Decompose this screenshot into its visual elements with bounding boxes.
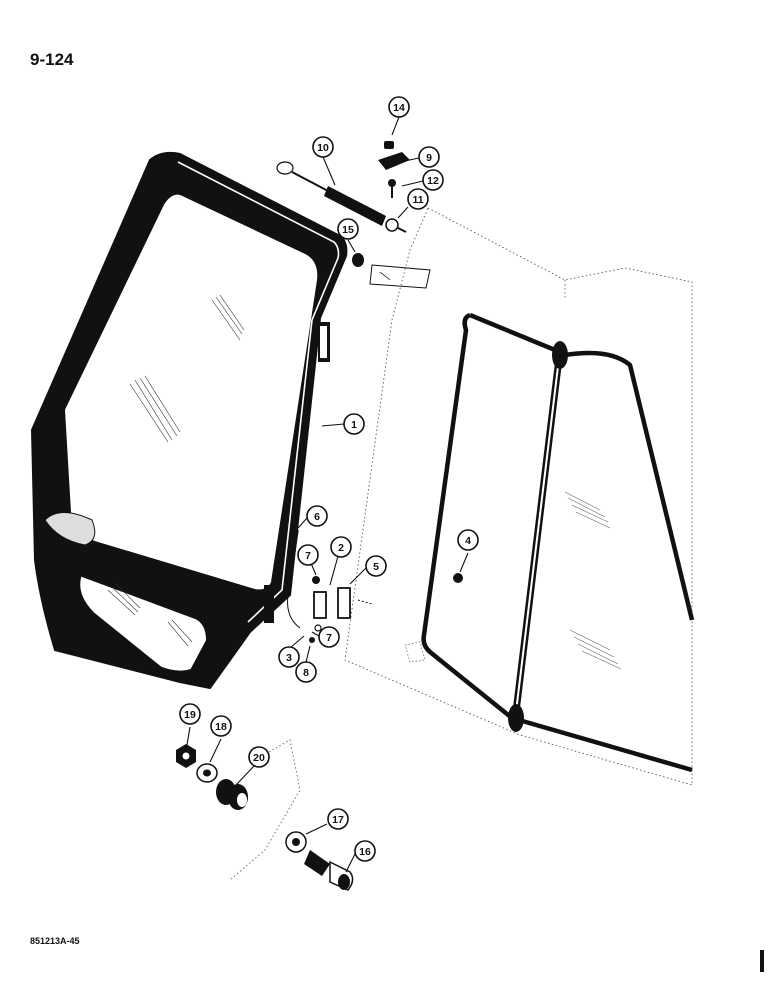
callout-label: 10	[317, 142, 329, 154]
scan-edge-mark	[760, 950, 764, 972]
callout-7-upper: 7	[297, 544, 319, 566]
callout-label: 14	[393, 102, 405, 114]
callout-2: 2	[330, 536, 352, 558]
callout-19: 19	[179, 703, 201, 725]
callout-20: 20	[248, 746, 270, 768]
hinge-hardware	[287, 529, 463, 643]
callout-label: 16	[359, 846, 371, 858]
gas-strut-assembly	[276, 141, 431, 289]
callout-label: 2	[338, 542, 344, 554]
callout-label: 4	[465, 535, 471, 547]
callout-5: 5	[365, 555, 387, 577]
cab-door	[30, 151, 348, 690]
callout-label: 19	[184, 709, 196, 721]
callout-8: 8	[295, 661, 317, 683]
callout-label: 7	[326, 632, 332, 644]
callout-6: 6	[306, 505, 328, 527]
rear-window-frame	[404, 312, 695, 773]
callout-label: 18	[215, 721, 227, 733]
callout-10: 10	[312, 136, 334, 158]
callout-label: 6	[314, 511, 320, 523]
callout-label: 8	[303, 667, 309, 679]
callout-17: 17	[327, 808, 349, 830]
callout-label: 15	[342, 224, 354, 236]
page-number: 9-124	[30, 50, 74, 69]
callout-16: 16	[354, 840, 376, 862]
callout-label: 1	[351, 419, 357, 431]
callout-9: 9	[418, 146, 440, 168]
callout-label: 20	[253, 752, 265, 764]
callout-label: 7	[305, 550, 311, 562]
callout-label: 5	[373, 561, 379, 573]
callout-7-lower: 7	[318, 626, 340, 648]
callout-3: 3	[278, 646, 300, 668]
callout-18: 18	[210, 715, 232, 737]
callout-label: 11	[412, 194, 423, 206]
figure-code: 851213A-45	[30, 936, 80, 946]
callout-15: 15	[337, 218, 359, 240]
callout-1: 1	[343, 413, 365, 435]
cab-side-wall	[344, 207, 693, 786]
callout-label: 3	[286, 652, 292, 664]
callout-4: 4	[457, 529, 479, 551]
callout-12: 12	[422, 169, 444, 191]
callout-14: 14	[388, 96, 410, 118]
callout-label: 12	[427, 175, 439, 187]
lower-latch-hardware	[176, 739, 354, 891]
callout-label: 17	[332, 814, 344, 826]
callout-label: 9	[426, 152, 432, 164]
callout-11: 11	[407, 188, 429, 210]
